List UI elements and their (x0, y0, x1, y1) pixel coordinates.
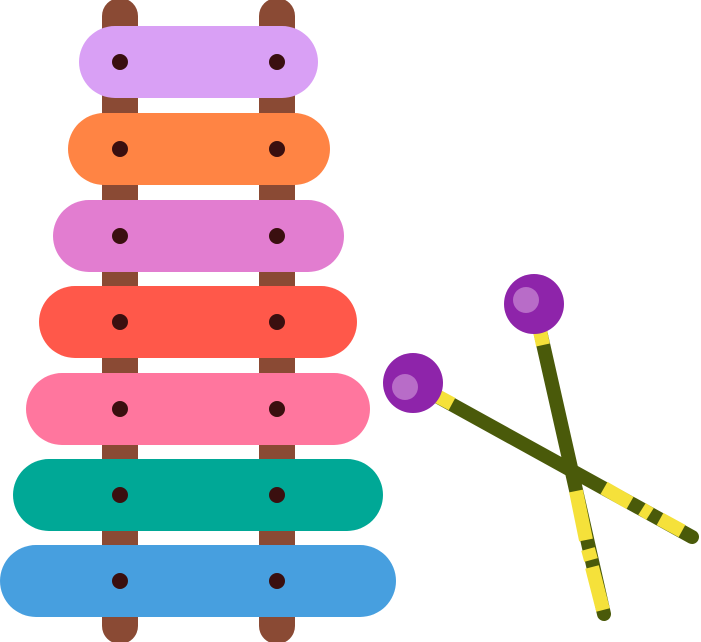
xylophone-bars (0, 26, 396, 617)
bar-key-red (39, 286, 357, 358)
bar-key-orange (68, 113, 330, 185)
bar-peg (269, 401, 285, 417)
bar-peg (112, 54, 128, 70)
mallet-left-band-1 (433, 389, 456, 411)
xylophone-bar-7 (0, 545, 396, 617)
xylophone-bar-3 (53, 200, 344, 272)
bar-peg (112, 228, 128, 244)
bar-peg (269, 141, 285, 157)
mallet-right-stick (527, 297, 611, 621)
bar-key-lilac (79, 26, 318, 98)
bar-peg (269, 54, 285, 70)
bar-peg (112, 401, 128, 417)
mallet-right-band-4 (585, 565, 610, 612)
mallet-right-band-2 (569, 489, 593, 542)
xylophone-bar-4 (39, 286, 357, 358)
mallet-right-band-1 (533, 329, 550, 347)
bar-key-teal (13, 459, 383, 531)
xylophone (0, 0, 396, 642)
mallet-right (504, 274, 611, 621)
mallet-left-band-4 (656, 512, 686, 538)
bar-key-blue (0, 545, 396, 617)
bar-peg (269, 573, 285, 589)
xylophone-bar-1 (79, 26, 318, 98)
bar-key-pink-purple (53, 200, 344, 272)
xylophone-bar-5 (26, 373, 370, 445)
mallet-right-highlight (513, 287, 539, 313)
bar-peg (112, 487, 128, 503)
bar-peg (112, 314, 128, 330)
bar-peg (112, 573, 128, 589)
mallet-left-band-2 (600, 481, 634, 510)
mallet-left-highlight (392, 374, 418, 400)
bar-key-pink (26, 373, 370, 445)
bar-peg (269, 487, 285, 503)
mallet-right-band-3 (581, 547, 598, 562)
xylophone-bar-6 (13, 459, 383, 531)
mallet-left (383, 353, 699, 544)
mallet-left-band-3 (638, 503, 654, 520)
bar-peg (112, 141, 128, 157)
xylophone-bar-2 (68, 113, 330, 185)
bar-peg (269, 228, 285, 244)
bar-peg (269, 314, 285, 330)
